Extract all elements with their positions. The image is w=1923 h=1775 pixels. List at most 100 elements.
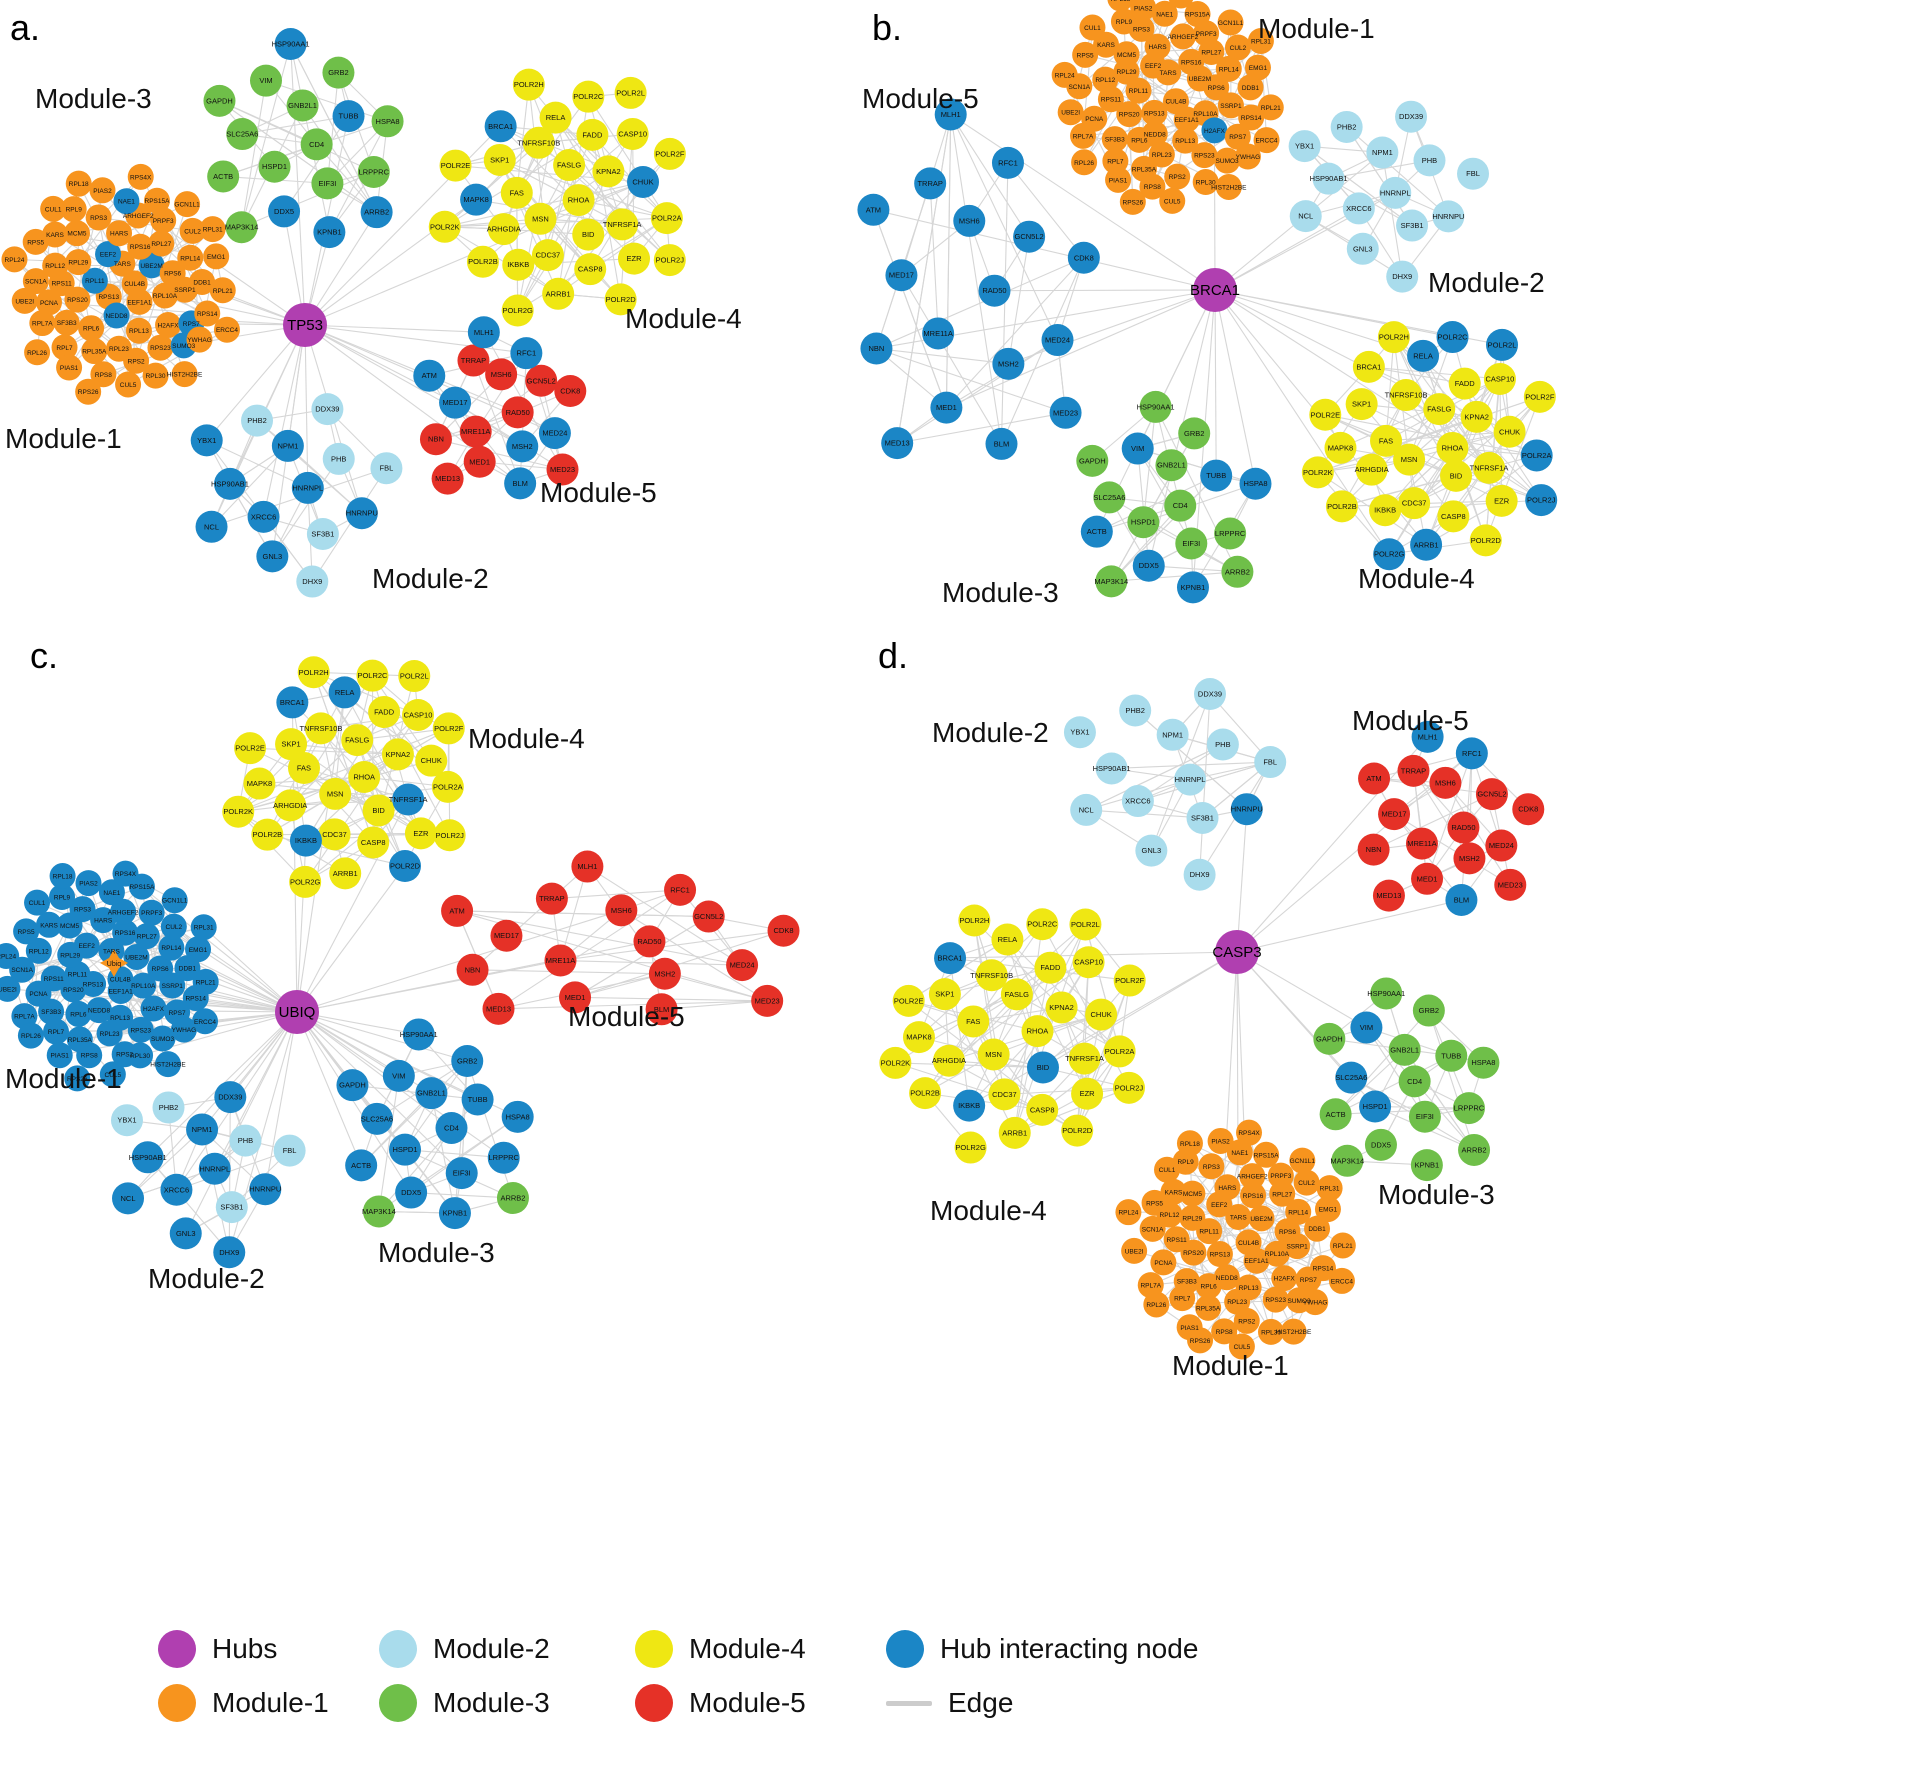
gene-node <box>1206 1241 1233 1268</box>
gene-label: PHB2 <box>1337 122 1357 131</box>
gene-node <box>65 170 92 197</box>
hub-edge <box>296 1011 463 1174</box>
gene-node <box>501 1100 534 1133</box>
gene-label: MLH1 <box>577 862 597 871</box>
gene-node <box>1452 1092 1485 1125</box>
gene-label: POLR2A <box>1105 1047 1135 1056</box>
gene-node <box>148 230 175 257</box>
edge <box>1111 571 1238 582</box>
gene-node <box>404 817 437 850</box>
gene-node <box>1253 1141 1280 1168</box>
gene-node <box>1324 431 1357 464</box>
gene-node <box>1313 1022 1346 1055</box>
gene-node <box>388 850 421 883</box>
gene-label: HIST2H2BE <box>150 1062 186 1069</box>
labels-layer-b: CUL4BRPS13TARSEEF1A1RPL11UBE2MNEDD8EEF2R… <box>862 0 1556 608</box>
gene-node <box>225 211 258 244</box>
hub-edge <box>1236 951 1352 1078</box>
gene-label: ARRB2 <box>1225 567 1250 576</box>
gene-node <box>127 233 154 260</box>
gene-node <box>1097 86 1124 113</box>
gene-node <box>1319 1098 1352 1131</box>
legend-item-hubs: Hubs <box>158 1630 353 1668</box>
gene-node <box>1396 209 1429 242</box>
gene-node <box>398 660 431 693</box>
gene-node <box>311 393 344 426</box>
gene-node <box>1284 1233 1311 1260</box>
gene-label: MSN <box>327 789 344 798</box>
gene-node <box>1101 126 1128 153</box>
gene-node <box>415 744 448 777</box>
gene-label: RPL7A <box>32 321 53 328</box>
gene-node <box>306 517 339 550</box>
gene-node <box>539 101 572 134</box>
edge <box>1137 448 1192 544</box>
gene-label: ERCC4 <box>1331 1278 1353 1285</box>
gene-label: HARS <box>110 231 129 238</box>
gene-label: RPL6 <box>83 326 100 333</box>
gene-label: YWHAG <box>1236 154 1261 161</box>
edge <box>1128 114 1134 202</box>
gene-node <box>1410 1149 1443 1182</box>
gene-node <box>1244 54 1271 81</box>
gene-label: RPL12 <box>45 263 65 270</box>
gene-label: GCN1L1 <box>162 898 188 905</box>
gene-label: GCN5L2 <box>1015 232 1044 241</box>
gene-label: NAE1 <box>103 890 120 897</box>
gene-node <box>381 738 414 771</box>
gene-label: PRPF3 <box>1270 1173 1291 1180</box>
gene-node <box>1175 527 1208 560</box>
gene-node <box>1411 862 1444 895</box>
gene-node <box>1342 192 1375 225</box>
gene-node <box>360 1102 393 1135</box>
gene-label: RFC1 <box>998 158 1018 167</box>
gene-node <box>1093 481 1126 514</box>
legend-label: Module-5 <box>689 1687 806 1718</box>
gene-label: MAP3K14 <box>1330 1156 1364 1165</box>
gene-node <box>1388 1033 1421 1066</box>
gene-node <box>209 277 236 304</box>
gene-node <box>274 28 307 61</box>
gene-node <box>1253 127 1280 154</box>
gene-label: MRE11A <box>546 956 575 965</box>
gene-node <box>49 863 76 890</box>
hub-edge <box>296 1011 468 1062</box>
gene-label: POLR2B <box>910 1089 940 1098</box>
edge <box>435 438 563 471</box>
edge <box>897 412 1066 444</box>
gene-label: GAPDH <box>1079 456 1106 465</box>
gene-label: SLC25A6 <box>1093 493 1125 502</box>
gene-label: FASLG <box>1427 405 1451 414</box>
gene-label: GNL3 <box>176 1229 196 1238</box>
gene-label: POLR2C <box>357 671 388 680</box>
gene-label: ARHGEF2 <box>1237 1174 1268 1181</box>
gene-node <box>953 1089 986 1122</box>
gene-label: ATM <box>449 906 464 915</box>
gene-node <box>189 268 216 295</box>
gene-label: FASLG <box>557 161 581 170</box>
gene-label: SCN1A <box>1142 1226 1164 1233</box>
gene-node <box>531 239 564 272</box>
gene-node <box>1413 144 1446 177</box>
gene-label: ARRB1 <box>333 869 358 878</box>
gene-node <box>1063 716 1096 749</box>
gene-label: MED13 <box>885 439 910 448</box>
gene-node <box>1217 92 1244 119</box>
gene-label: CDK8 <box>774 926 794 935</box>
gene-node <box>336 1069 369 1102</box>
gene-node <box>113 188 140 215</box>
gene-node <box>1335 1061 1368 1094</box>
gene-node <box>1130 0 1157 21</box>
gene-label: ERCC4 <box>216 327 238 334</box>
edge <box>211 445 289 528</box>
gene-node <box>978 274 1011 307</box>
gene-node <box>1092 66 1119 93</box>
edge <box>1000 162 1009 444</box>
gene-label: RPS3 <box>1203 1164 1220 1171</box>
edge <box>241 171 374 228</box>
gene-label: DDB1 <box>1308 1226 1326 1233</box>
gene-node <box>402 1018 435 1051</box>
gene-node <box>1163 1226 1190 1253</box>
gene-node <box>1445 883 1478 916</box>
gene-label: YBX1 <box>1070 728 1089 737</box>
